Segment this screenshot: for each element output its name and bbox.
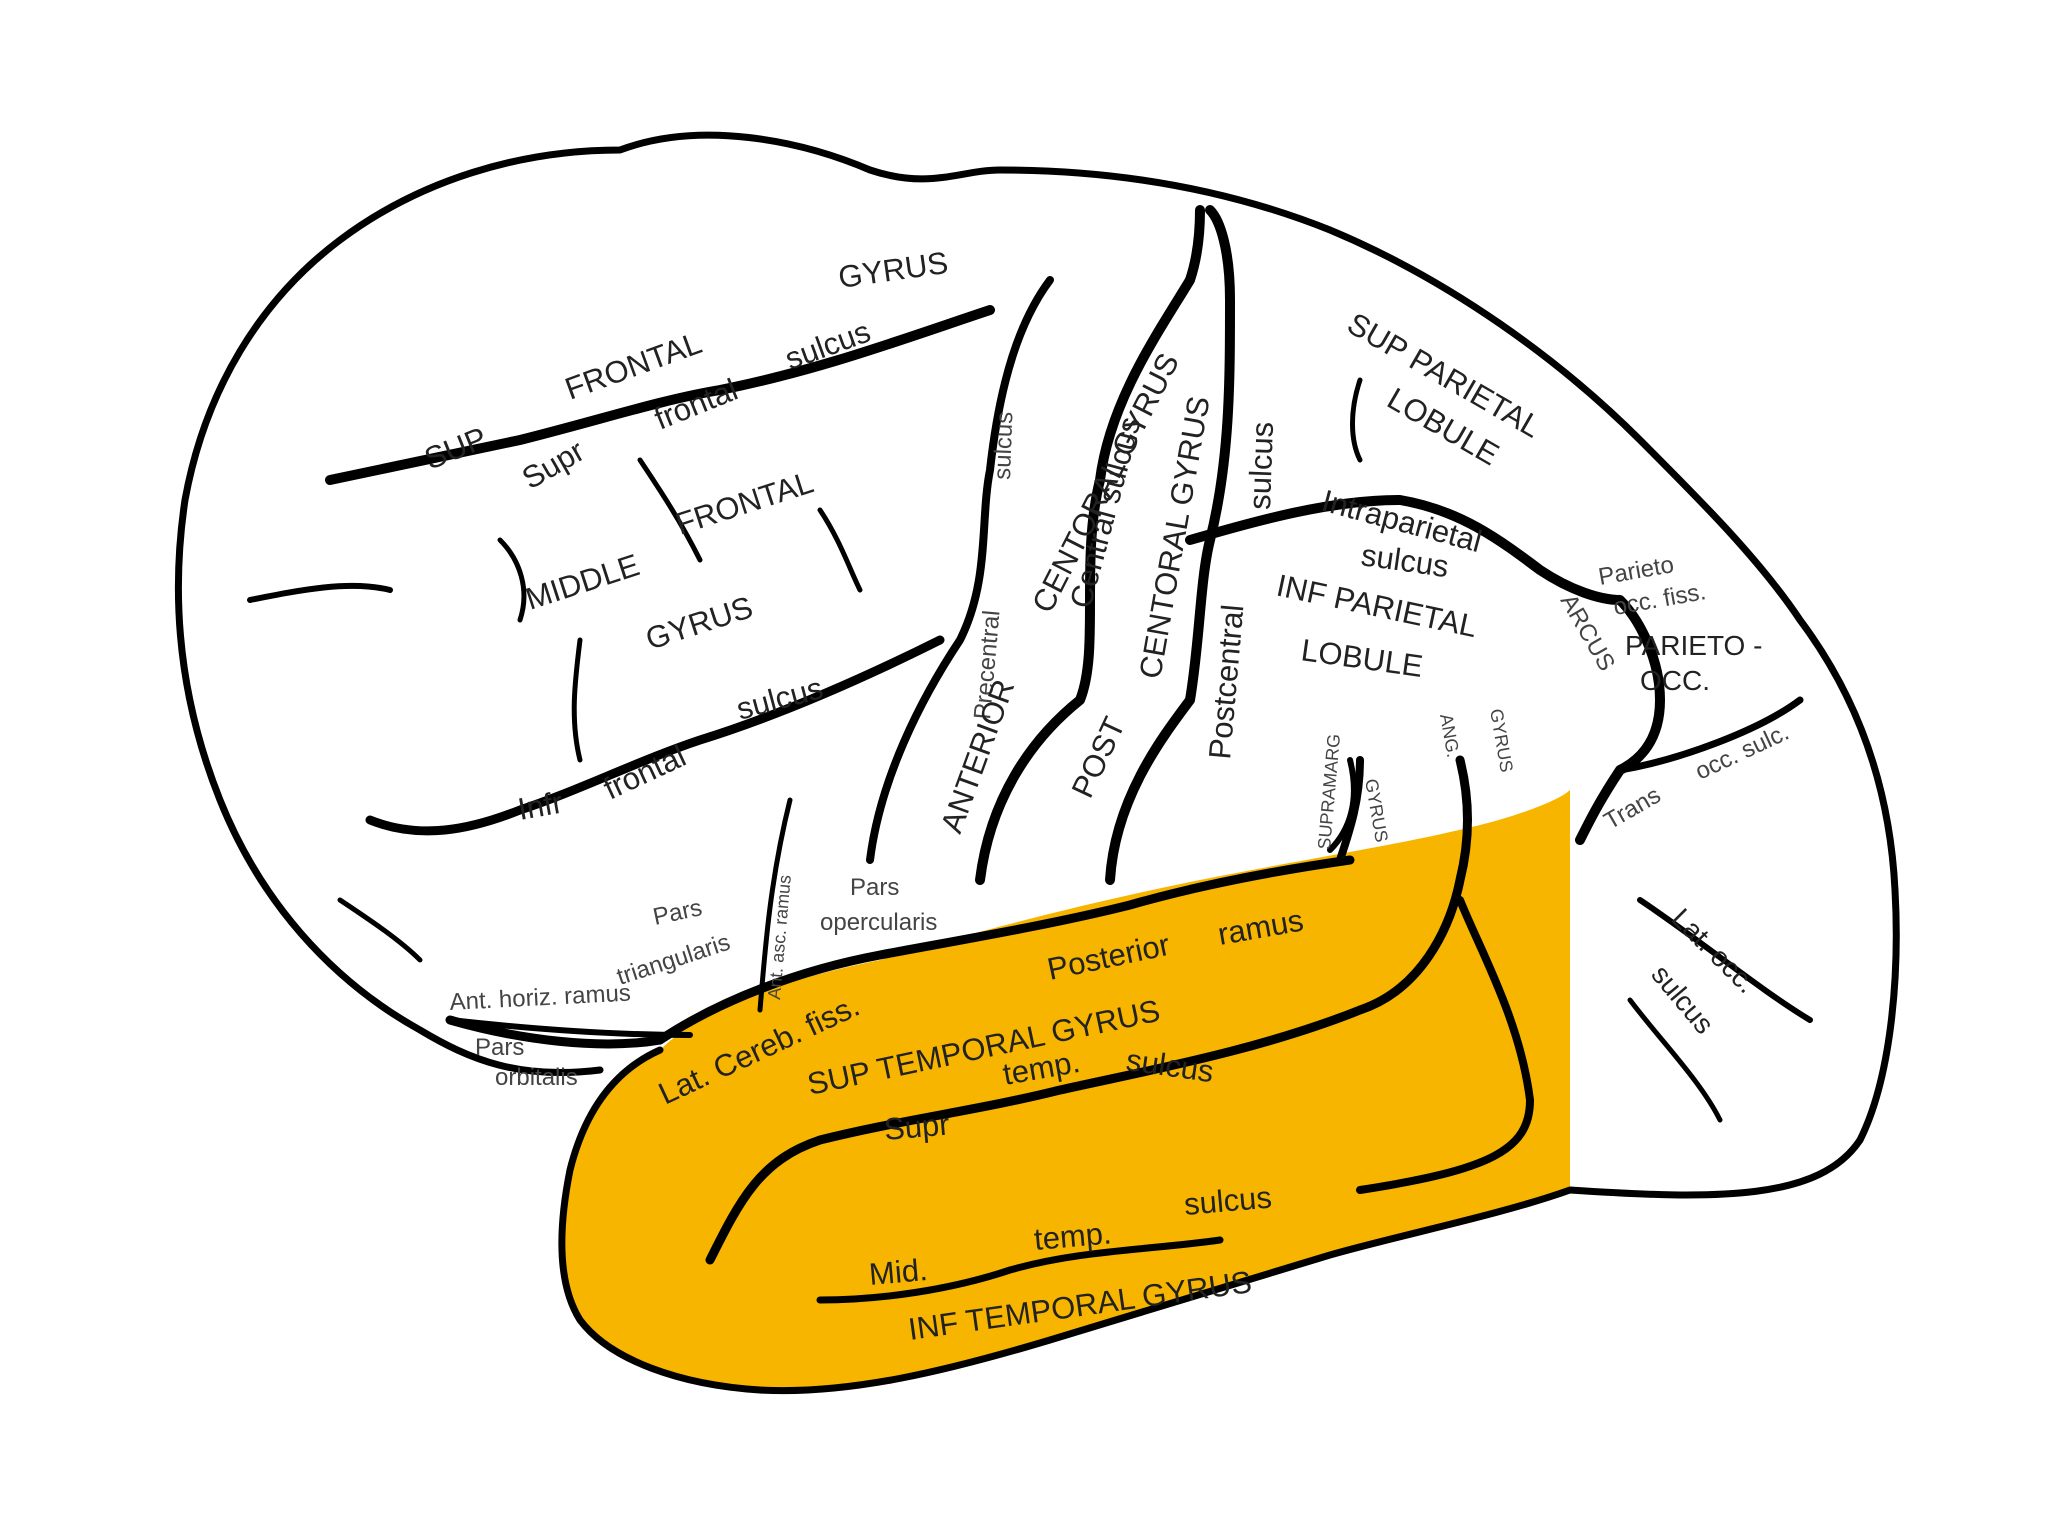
label-gyrus-middle: GYRUS [641,589,757,656]
label-sulcus-inf-frontal: sulcus [733,670,827,727]
inferior-temporal-sulcus-line [816,1236,1224,1304]
ant-asc-ramus-line [757,797,793,1013]
label-sup: SUP [420,420,492,476]
label-gyrus-ang: GYRUS [1486,707,1517,774]
label-frontal-middle: FRONTAL [671,464,817,541]
orbital-minor-sulcus [337,897,423,963]
label-temp-mid: temp. [1033,1215,1113,1257]
label-gyrus-supramarg: GYRUS [1361,777,1392,844]
frontal-minor-sulcus-5 [571,637,583,763]
frontal-minor-sulcus-1 [247,582,393,603]
supramarginal-minor-sulcus [1327,757,1357,853]
lateral-occipital-sulcus-line [1637,897,1813,1023]
brain-outline [174,131,1900,1395]
label-ang: ANG. [1436,712,1463,759]
label-postcentral: Postcentral [1202,603,1250,761]
label-sulcus-postcentral: sulcus [1242,421,1280,510]
inferior-frontal-sulcus-line [365,635,945,836]
superior-temporal-sulcus-line [705,755,1472,1265]
lateral-fissure [445,855,1355,1049]
label-pars-triangularis-1: Pars [651,894,705,931]
precentral-sulcus-line [866,276,1054,864]
label-sulcus-lat-occ: sulcus [1645,959,1720,1040]
label-ant-horiz-ramus: Ant. horiz. ramus [449,980,632,1016]
ant-horiz-ramus-line [447,1017,693,1038]
label-lobule-inf: LOBULE [1299,632,1425,684]
frontal-minor-sulcus-4 [817,507,863,593]
label-sulcus-mid-temp: sulcus [1183,1179,1274,1222]
central-sulcus-line [975,205,1205,885]
label-frontal-inf: frontal [598,738,691,806]
label-gyrus-top: GYRUS [836,245,950,295]
label-pars-orbitalis-2: orbitalis [495,1064,578,1091]
label-supramarg: SUPRAMARG [1314,733,1344,850]
label-infr: Infr [515,785,565,827]
label-pars-orbitalis-1: Pars [475,1034,524,1061]
label-mid: Mid. [868,1252,929,1292]
superior-frontal-sulcus-line [325,305,995,485]
label-occ: OCC. [1640,665,1710,696]
frontal-minor-sulcus-3 [637,457,703,563]
label-parieto-occ: PARIETO - [1625,630,1762,661]
label-frontal-lower: frontal [650,372,743,437]
occipital-minor-sulcus-line [1627,997,1723,1123]
label-pars-opercularis-2: opercularis [820,909,937,936]
transverse-occipital-sulcus-line [1616,696,1804,774]
label-post: POST [1065,712,1132,803]
label-pars-opercularis-1: Pars [850,874,899,901]
label-middle: MIDDLE [521,547,643,616]
angular-sulcus-line [1356,896,1534,1194]
label-sulcus-precentral-upper: sulcus [989,411,1018,480]
parietal-minor-sulcus [1350,377,1363,463]
label-supr-temp: Supr [883,1106,951,1147]
postcentral-sulcus-line [1105,205,1235,885]
label-pars-triangularis-2: triangularis [614,929,734,991]
frontal-minor-sulcus-2 [497,537,527,623]
